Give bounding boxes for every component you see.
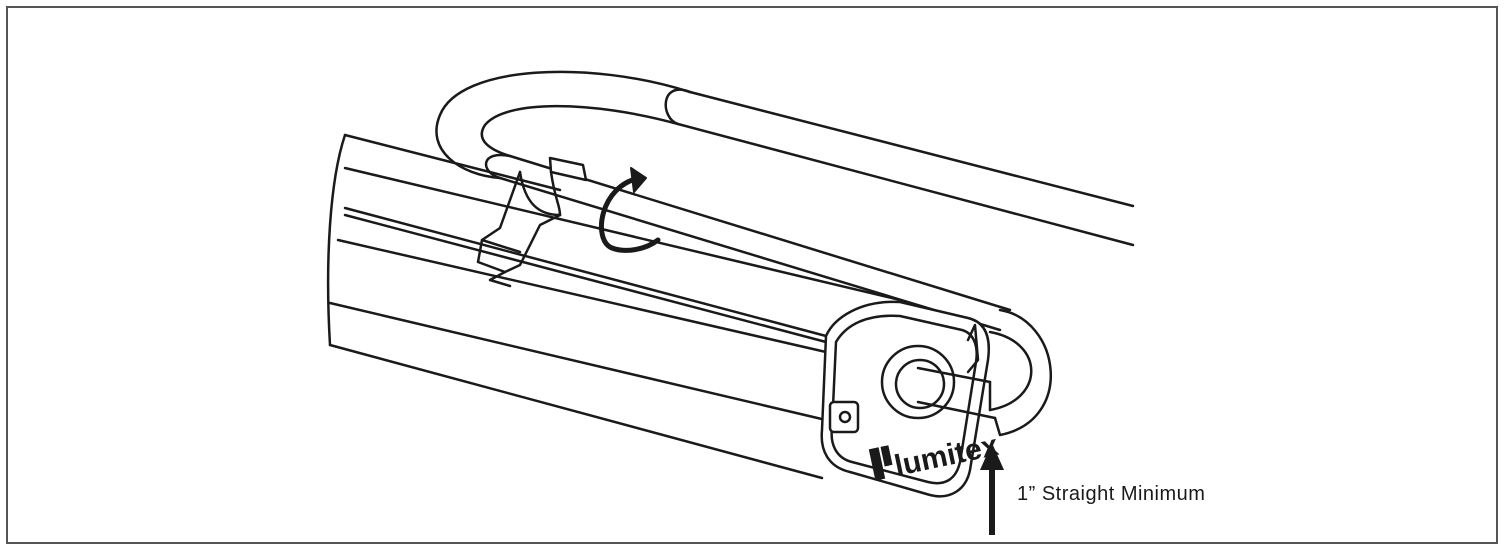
arrow-up-icon	[980, 443, 1004, 535]
fiber-top-loop	[435, 70, 692, 180]
diagram-frame	[6, 6, 1498, 544]
fiber-grommet	[880, 344, 956, 420]
fiber-front-strand	[484, 153, 1012, 332]
annotation-label: 1” Straight Minimum	[1017, 483, 1206, 505]
fiber-exit-loop	[916, 308, 1052, 437]
fiber-clip	[476, 156, 588, 288]
curved-arrow-icon	[598, 167, 661, 253]
light-bar-housing	[326, 133, 902, 480]
fiber-back-strand	[664, 88, 1135, 247]
